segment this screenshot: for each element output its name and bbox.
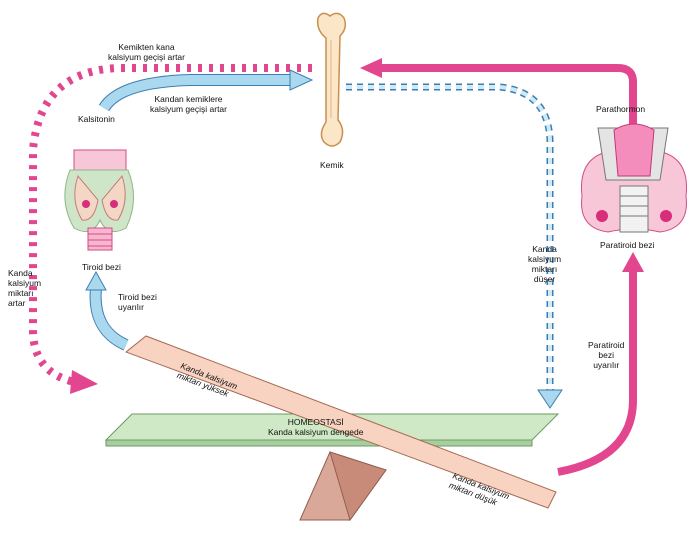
- thyroid-stim-line1: Tiroid bezi: [118, 292, 157, 302]
- blood-to-bone-line2: kalsiyum geçişi artar: [150, 104, 227, 114]
- parathyroid-gland-illustration: [581, 123, 687, 233]
- seesaw: [104, 335, 560, 522]
- blood-to-bone-line1: Kandan kemiklere: [154, 94, 223, 104]
- label-parathyroid: Paratiroid bezi: [600, 240, 655, 250]
- rises-line2: kalsiyum: [8, 278, 42, 288]
- blue-dashed-path-right: [346, 83, 563, 409]
- rises-line1: Kanda: [8, 268, 33, 278]
- blue-arrowhead-down: [537, 389, 563, 409]
- label-parathormone: Parathormon: [596, 104, 646, 114]
- blue-arrow-calcitonin-to-bone: [98, 69, 314, 112]
- para-stim-line1: Paratiroid: [588, 340, 625, 350]
- para-stim-line3: uyarılır: [593, 360, 620, 370]
- bone-illustration: [316, 12, 347, 147]
- bone-to-blood-line1: Kemikten kana: [118, 42, 175, 52]
- falls-line3: miktarı: [531, 264, 558, 274]
- falls-line4: düşer: [533, 274, 556, 284]
- falls-line2: kalsiyum: [528, 254, 562, 264]
- rises-line4: artar: [8, 298, 26, 308]
- label-bone-to-blood: Kemikten kana kalsiyum geçişi artar: [108, 42, 185, 62]
- label-thyroid: Tiroid bezi: [82, 262, 121, 272]
- label-parathyroid-stimulated: Paratiroid bezi uyarılır: [588, 340, 624, 370]
- label-thyroid-stimulated: Tiroid bezi uyarılır: [118, 292, 157, 312]
- falls-line1: Kanda: [532, 244, 557, 254]
- rises-line3: miktarı: [8, 288, 34, 298]
- pink-arrow-to-parathyroid: [557, 252, 644, 476]
- para-stim-line2: bezi: [598, 350, 614, 360]
- blue-arrow-to-thyroid: [85, 270, 129, 351]
- label-blood-calcium-rises: Kanda kalsiyum miktarı artar: [8, 268, 41, 308]
- thyroid-stim-line2: uyarılır: [118, 302, 144, 312]
- label-bone: Kemik: [320, 160, 344, 170]
- label-calcitonin: Kalsitonin: [78, 114, 115, 124]
- seesaw-board: [124, 335, 557, 509]
- pink-arrowhead-left: [70, 370, 98, 394]
- homeostasis-line2: Kanda kalsiyum dengede: [268, 427, 364, 437]
- pink-arrow-parathyroid-to-bone: [360, 58, 637, 128]
- thyroid-gland-illustration: [64, 149, 134, 251]
- homeostasis-line1: HOMEOSTASİ: [287, 417, 344, 427]
- label-blood-to-bone: Kandan kemiklere kalsiyum geçişi artar: [150, 94, 227, 114]
- bone-to-blood-line2: kalsiyum geçişi artar: [108, 52, 185, 62]
- pink-dashed-arc-left: [29, 64, 312, 394]
- label-blood-calcium-falls: Kanda kalsiyum miktarı düşer: [528, 244, 561, 284]
- label-homeostasis: HOMEOSTASİ Kanda kalsiyum dengede: [268, 417, 363, 437]
